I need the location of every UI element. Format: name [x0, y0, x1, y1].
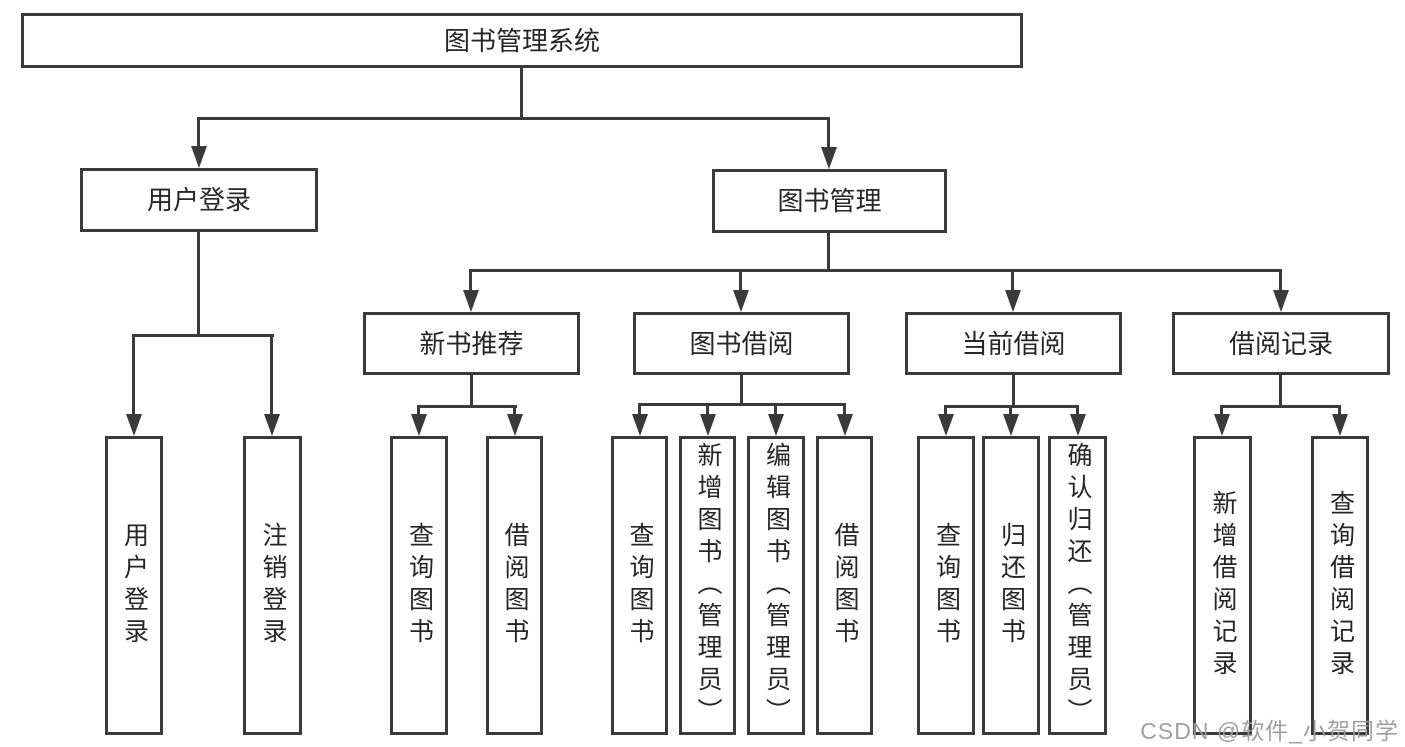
connector-root-stem: [520, 68, 523, 119]
leaf-current-return: 归还图书: [982, 436, 1040, 735]
arrow-down-icon: [264, 414, 280, 436]
leaf-records-add: 新增借阅记录: [1193, 436, 1252, 735]
leaf-current-return-label: 归还图书: [997, 521, 1026, 650]
leaf-newbooks-borrow: 借阅图书: [486, 436, 543, 735]
node-book-borrow: 图书借阅: [633, 312, 850, 375]
connector-to-leaf-borrow-query: [638, 403, 641, 416]
leaf-borrow-edit-book-label: 编辑图书（管理员）: [762, 441, 791, 730]
leaf-borrow-borrow-book: 借阅图书: [816, 436, 873, 735]
connector-to-leaf-borrow-add: [706, 403, 709, 416]
node-current-borrow-label: 当前借阅: [961, 328, 1066, 359]
connector-to-new-book-recommend: [469, 269, 472, 292]
leaf-borrow-edit-book: 编辑图书（管理员）: [747, 436, 805, 735]
connector-current-stem: [1012, 375, 1015, 407]
connector-to-user-login: [197, 117, 200, 148]
arrow-down-icon: [700, 414, 716, 436]
connector-to-leaf-logout: [270, 334, 273, 416]
node-user-login-label: 用户登录: [146, 185, 251, 215]
node-user-login: 用户登录: [80, 168, 318, 232]
node-book-management: 图书管理: [712, 169, 947, 233]
arrow-down-icon: [821, 147, 837, 169]
connector-to-leaf-borrow-edit: [774, 403, 777, 416]
connector-to-leaf-current-confirm: [1076, 405, 1079, 416]
arrow-down-icon: [1003, 414, 1019, 436]
arrow-down-icon: [837, 414, 853, 436]
arrow-down-icon: [938, 414, 954, 436]
arrow-down-icon: [1332, 414, 1348, 436]
arrow-down-icon: [1005, 290, 1021, 312]
connector-borrow-bar: [638, 403, 845, 406]
connector-user-login-bar: [132, 334, 274, 337]
root-node-label: 图书管理系统: [443, 25, 600, 56]
node-book-management-label: 图书管理: [777, 186, 882, 216]
root-node-library-system: 图书管理系统: [21, 13, 1023, 68]
leaf-newbooks-query: 查询图书: [390, 436, 448, 735]
arrow-down-icon: [1214, 414, 1230, 436]
leaf-borrow-query: 查询图书: [611, 436, 668, 735]
arrow-down-icon: [1273, 290, 1289, 312]
leaf-records-query-label: 查询借阅记录: [1326, 489, 1355, 682]
leaf-borrow-query-label: 查询图书: [626, 521, 654, 650]
connector-newbooks-bar: [417, 405, 517, 408]
leaf-newbooks-borrow-label: 借阅图书: [501, 521, 529, 650]
connector-to-leaf-user-login: [132, 334, 135, 416]
connector-to-leaf-records-query: [1338, 405, 1341, 416]
node-borrow-records-label: 借阅记录: [1228, 328, 1333, 359]
leaf-borrow-add-book-label: 新增图书（管理员）: [694, 441, 722, 730]
connector-to-leaf-borrow-borrow: [843, 403, 846, 416]
arrow-down-icon: [411, 414, 427, 436]
connector-to-book-management: [827, 117, 830, 148]
connector-root-bar: [197, 117, 830, 120]
leaf-logout: 注销登录: [243, 436, 302, 735]
connector-to-leaf-newbooks-query: [417, 405, 420, 416]
arrow-down-icon: [507, 414, 523, 436]
connector-newbooks-stem: [470, 375, 473, 407]
connector-records-stem: [1279, 375, 1282, 407]
leaf-current-query-label: 查询图书: [932, 521, 961, 650]
node-new-book-recommend: 新书推荐: [363, 312, 580, 375]
connector-to-leaf-records-add: [1220, 405, 1223, 416]
leaf-current-confirm-return: 确认归还（管理员）: [1048, 436, 1107, 735]
leaf-records-query: 查询借阅记录: [1311, 436, 1369, 735]
connector-to-book-borrow: [739, 269, 742, 292]
leaf-current-confirm-return-label: 确认归还（管理员）: [1064, 441, 1092, 730]
leaf-user-login: 用户登录: [105, 436, 163, 735]
connector-borrow-stem: [740, 375, 743, 405]
node-current-borrow: 当前借阅: [905, 312, 1122, 375]
connector-to-current-borrow: [1011, 269, 1014, 292]
leaf-logout-label: 注销登录: [259, 521, 287, 650]
arrow-down-icon: [463, 290, 479, 312]
node-new-book-recommend-label: 新书推荐: [419, 328, 524, 359]
leaf-records-add-label: 新增借阅记录: [1209, 489, 1237, 682]
connector-user-login-stem: [197, 232, 200, 336]
connector-records-bar: [1220, 405, 1340, 408]
csdn-watermark: CSDN @软件_小贺同学: [1140, 718, 1399, 744]
connector-book-mgmt-stem: [827, 233, 830, 271]
leaf-borrow-borrow-book-label: 借阅图书: [831, 521, 859, 650]
arrow-down-icon: [733, 290, 749, 312]
connector-to-leaf-current-return: [1009, 405, 1012, 416]
leaf-user-login-label: 用户登录: [120, 521, 149, 650]
connector-to-borrow-records: [1279, 269, 1282, 292]
leaf-current-query: 查询图书: [917, 436, 975, 735]
leaf-borrow-add-book: 新增图书（管理员）: [679, 436, 736, 735]
connector-to-leaf-newbooks-borrow: [513, 405, 516, 416]
arrow-down-icon: [1070, 414, 1086, 436]
connector-book-mgmt-bar: [469, 269, 1282, 272]
leaf-newbooks-query-label: 查询图书: [405, 521, 434, 650]
arrow-down-icon: [191, 146, 207, 168]
connector-to-leaf-current-query: [944, 405, 947, 416]
arrow-down-icon: [126, 414, 142, 436]
node-borrow-records: 借阅记录: [1172, 312, 1390, 375]
arrow-down-icon: [632, 414, 648, 436]
node-book-borrow-label: 图书借阅: [689, 328, 794, 359]
arrow-down-icon: [768, 414, 784, 436]
